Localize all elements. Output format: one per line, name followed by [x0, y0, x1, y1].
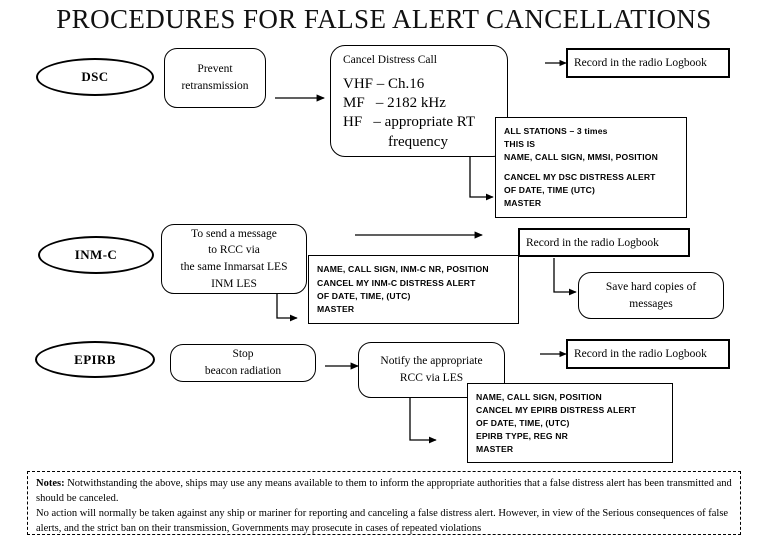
- node-inmc-action[interactable]: To send a message to RCC via the same In…: [161, 224, 307, 294]
- epirb-notify-line1: Notify the appropriate: [380, 355, 483, 368]
- dsc-msg-identity: NAME, CALL SIGN, MMSI, POSITION: [504, 152, 658, 163]
- dsc-action-line1: Prevent: [197, 63, 233, 76]
- epirb-msg-cancel: CANCEL MY EPIRB DISTRESS ALERT: [476, 405, 637, 416]
- dsc-msg-cancel: CANCEL MY DSC DISTRESS ALERT: [504, 171, 656, 182]
- dsc-call-line-mf: MF – 2182 kHz: [343, 95, 446, 112]
- inmc-label-text: INM-C: [74, 247, 118, 262]
- notes-paragraph-1: Notes: Notwithstanding the above, ships …: [36, 477, 732, 507]
- inmc-save-line1: Save hard copies of: [605, 280, 697, 293]
- inmc-save-line2: messages: [629, 297, 673, 310]
- elbow-inmc-logbook-to-save: [553, 258, 577, 296]
- epirb-msg-datetime: OF DATE, TIME, (UTC): [476, 418, 570, 429]
- node-epirb-logbook[interactable]: Record in the radio Logbook: [566, 339, 730, 369]
- node-inmc-message[interactable]: NAME, CALL SIGN, INM-C NR, POSITION CANC…: [308, 255, 519, 324]
- epirb-msg-master: MASTER: [476, 444, 514, 455]
- page-title: PROCEDURES FOR FALSE ALERT CANCELLATIONS: [56, 4, 712, 34]
- dsc-call-line-vhf: VHF – Ch.16: [343, 76, 425, 92]
- epirb-action-line2: beacon radiation: [204, 365, 282, 377]
- inmc-action-line4: INM LES: [211, 277, 257, 290]
- inmc-msg-datetime: OF DATE, TIME, (UTC): [317, 290, 411, 301]
- node-dsc-label[interactable]: DSC: [36, 58, 154, 96]
- inmc-msg-master: MASTER: [317, 303, 355, 314]
- elbow-inmc-action-to-message: [276, 288, 298, 322]
- inmc-logbook-text: Record in the radio Logbook: [526, 236, 659, 249]
- node-inmc-label[interactable]: INM-C: [38, 236, 154, 274]
- epirb-msg-identity: NAME, CALL SIGN, POSITION: [476, 392, 602, 402]
- node-dsc-cancel-distress-call[interactable]: Cancel Distress Call VHF – Ch.16 MF – 21…: [330, 45, 508, 157]
- node-dsc-message[interactable]: ALL STATIONS – 3 times THIS IS NAME, CAL…: [495, 117, 687, 218]
- elbow-dsc-call-to-message: [469, 155, 494, 201]
- inmc-msg-identity: NAME, CALL SIGN, INM-C NR, POSITION: [317, 264, 489, 274]
- inmc-action-line2: to RCC via: [208, 244, 260, 257]
- notes-paragraph-1-text: Notwithstanding the above, ships may use…: [36, 478, 732, 504]
- inmc-action-line1: To send a message: [191, 227, 277, 240]
- node-inmc-save-copies[interactable]: Save hard copies of messages: [578, 272, 724, 319]
- epirb-label-text: EPIRB: [74, 351, 116, 367]
- notes-paragraph-2: No action will normally be taken against…: [36, 507, 729, 534]
- dsc-action-line2: retransmission: [181, 80, 249, 92]
- dsc-msg-this-is: THIS IS: [504, 139, 536, 150]
- dsc-call-line-frequency: frequency: [343, 133, 448, 150]
- node-epirb-message[interactable]: NAME, CALL SIGN, POSITION CANCEL MY EPIR…: [467, 383, 673, 463]
- dsc-label-text: DSC: [81, 69, 109, 84]
- node-dsc-action[interactable]: Prevent retransmission: [164, 48, 266, 108]
- notes-label: Notes:: [36, 478, 65, 489]
- node-epirb-label[interactable]: EPIRB: [35, 341, 155, 378]
- inmc-action-line3: the same Inmarsat LES: [180, 261, 288, 273]
- node-inmc-logbook[interactable]: Record in the radio Logbook: [518, 228, 690, 257]
- notes-box: Notes: Notwithstanding the above, ships …: [27, 471, 741, 535]
- elbow-epirb-notify-to-message: [409, 398, 437, 444]
- dsc-msg-all-stations: ALL STATIONS – 3 times: [504, 126, 608, 136]
- epirb-action-line1: Stop: [232, 348, 254, 361]
- dsc-call-header: Cancel Distress Call: [343, 54, 437, 66]
- dsc-msg-master: MASTER: [504, 197, 542, 208]
- epirb-notify-line2: RCC via LES: [399, 372, 464, 384]
- node-dsc-logbook[interactable]: Record in the radio Logbook: [566, 48, 730, 78]
- epirb-msg-type: EPIRB TYPE, REG NR: [476, 431, 568, 442]
- node-epirb-action[interactable]: Stop beacon radiation: [170, 344, 316, 382]
- inmc-msg-cancel: CANCEL MY INM-C DISTRESS ALERT: [317, 277, 476, 288]
- epirb-logbook-text: Record in the radio Logbook: [574, 348, 707, 360]
- dsc-msg-datetime: OF DATE, TIME (UTC): [504, 184, 596, 195]
- dsc-logbook-text: Record in the radio Logbook: [574, 57, 707, 69]
- dsc-call-line-hf: HF – appropriate RT: [343, 114, 475, 131]
